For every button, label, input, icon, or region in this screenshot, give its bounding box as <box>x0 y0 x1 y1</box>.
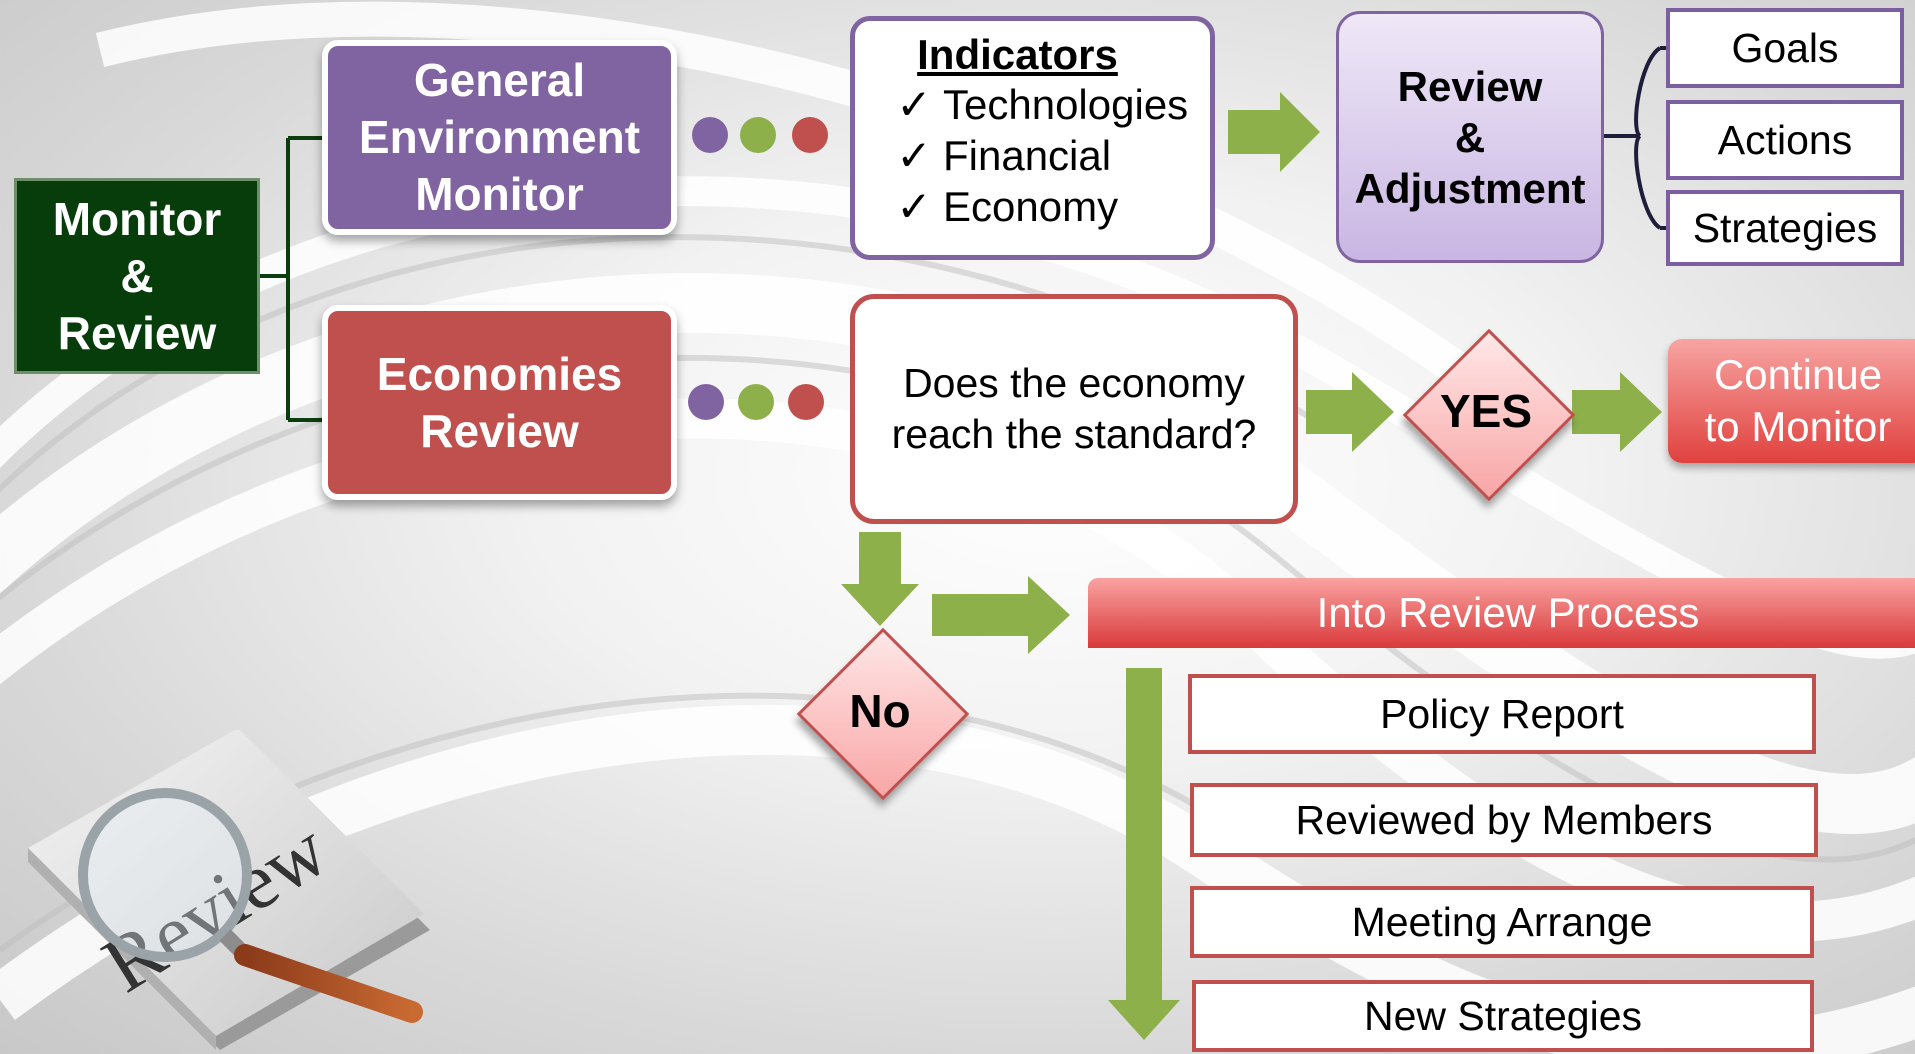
root-line-2: & <box>120 249 154 302</box>
check-icon: ✓ <box>896 132 932 179</box>
dot-purple-2 <box>688 384 724 420</box>
review-step: Reviewed by Members <box>1190 783 1818 857</box>
er-line-2: Review <box>420 404 579 457</box>
question-line-2: reach the standard? <box>891 411 1257 457</box>
indicator-label: Financial <box>943 132 1112 179</box>
root-line-3: Review <box>57 306 217 359</box>
no-label: No <box>849 685 911 737</box>
dot-red-1 <box>792 117 828 153</box>
indicators-box: Indicators ✓Technologies ✓Financial ✓Eco… <box>850 16 1215 260</box>
dot-green-1 <box>740 117 776 153</box>
indicator-label: Technologies <box>943 81 1189 128</box>
arrow-yes-to-continue <box>1572 372 1662 452</box>
review-magnifier-illustration: Review <box>28 730 430 1050</box>
ra-line-3: Adjustment <box>1354 164 1586 212</box>
review-step: Meeting Arrange <box>1190 886 1814 958</box>
arrow-question-to-yes <box>1306 372 1394 452</box>
question-line-1: Does the economy <box>903 360 1245 406</box>
arrow-review-steps-down <box>1108 668 1180 1040</box>
arrows <box>841 92 1662 1040</box>
review-process-header: Into Review Process <box>1088 578 1915 648</box>
arrow-indicators-to-review <box>1228 92 1320 172</box>
outcome-actions: Actions <box>1666 100 1904 180</box>
er-line-1: Economies <box>376 347 623 400</box>
review-step: Policy Report <box>1188 674 1816 754</box>
outcomes-bracket <box>1604 46 1666 230</box>
dot-red-2 <box>788 384 824 420</box>
root-line-1: Monitor <box>52 192 222 245</box>
root-bracket <box>260 136 322 422</box>
dot-green-2 <box>738 384 774 420</box>
arrow-question-down <box>841 532 919 626</box>
ra-line-1: Review <box>1397 62 1543 110</box>
magnifier-handle <box>234 944 423 1023</box>
check-icon: ✓ <box>896 183 932 230</box>
monitor-review-root: Monitor & Review <box>14 178 260 374</box>
general-environment-monitor-node: General Environment Monitor <box>322 40 677 235</box>
gem-line-3: Monitor <box>415 168 584 220</box>
gem-line-1: General <box>413 54 586 106</box>
outcome-goals: Goals <box>1666 8 1904 88</box>
indicator-item: ✓Technologies <box>885 79 1188 130</box>
continue-line-1: Continue <box>1713 351 1883 398</box>
indicator-item: ✓Economy <box>885 181 1118 232</box>
outcome-strategies: Strategies <box>1666 190 1904 266</box>
continue-to-monitor-node: Continue to Monitor <box>1668 339 1915 463</box>
indicators-title: Indicators <box>917 31 1118 78</box>
review-adjustment-node: Review & Adjustment <box>1336 11 1604 263</box>
economies-review-node: Economies Review <box>322 305 677 500</box>
gem-line-2: Environment <box>358 111 641 163</box>
question-box: Does the economy reach the standard? <box>850 294 1298 524</box>
ra-line-2: & <box>1454 113 1486 161</box>
continue-line-2: to Monitor <box>1704 403 1892 450</box>
review-step: New Strategies <box>1192 980 1814 1052</box>
indicator-label: Economy <box>943 183 1119 230</box>
arrow-to-review-process <box>932 576 1070 654</box>
yes-label: YES <box>1439 385 1533 437</box>
check-icon: ✓ <box>896 81 932 128</box>
magnifier-lens <box>78 788 252 962</box>
indicator-item: ✓Financial <box>885 130 1111 181</box>
dot-purple-1 <box>692 117 728 153</box>
